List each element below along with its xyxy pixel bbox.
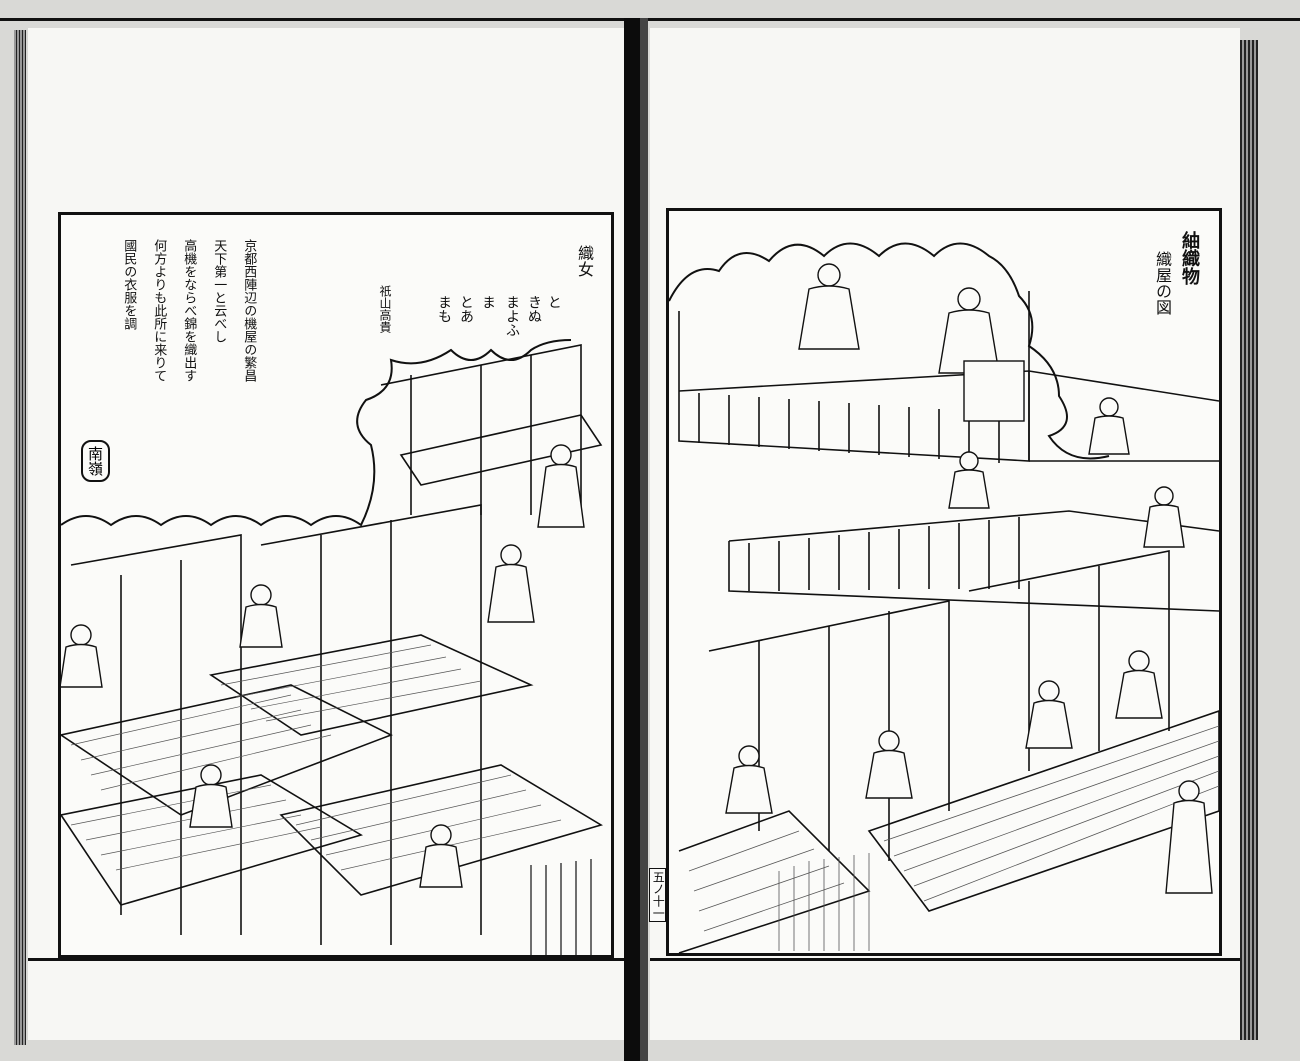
right-illustration-frame: 紬織物 織屋の図 (666, 208, 1222, 956)
gutter-shadow (640, 18, 648, 1061)
caption-title: 紬織物 (1179, 231, 1200, 285)
left-loom-workshop-illustration (61, 339, 603, 955)
poem-line: ま (480, 295, 496, 309)
poem-line: きぬ (526, 295, 542, 323)
top-rule (0, 18, 1300, 21)
page-edge-right (1240, 40, 1258, 1040)
prose-line: 何方よりも此所に来りて (151, 239, 167, 382)
left-illustration-frame: 織女 と きぬ まよふ ま とあ まも 祇山高貴 京都西陣辺の機屋の繁昌 天下第… (58, 212, 614, 958)
seal-stamp: 南嶺 (81, 440, 110, 482)
right-weaving-house-illustration (669, 242, 1219, 953)
folio-number: 五ノ十一 (649, 868, 667, 922)
book-gutter (624, 18, 640, 1061)
page-edge-left (14, 30, 26, 1045)
bottom-rule-left (28, 958, 626, 961)
poem-line: と (546, 295, 562, 309)
caption-subtitle: 織屋の図 (1153, 251, 1172, 315)
poem-line: まも (436, 295, 452, 323)
prose-line: 國民の衣服を調 (121, 239, 137, 330)
poem-author: 祇山高貴 (378, 285, 392, 333)
poem-title: 織女 (575, 245, 594, 277)
prose-line: 京都西陣辺の機屋の繁昌 (241, 239, 257, 382)
poem-line: とあ (458, 295, 474, 323)
bottom-rule-right (650, 958, 1240, 961)
poem-line: まよふ (504, 295, 520, 337)
prose-line: 天下第一と云べし (211, 239, 227, 343)
prose-line: 高機をならべ錦を織出す (181, 239, 197, 382)
